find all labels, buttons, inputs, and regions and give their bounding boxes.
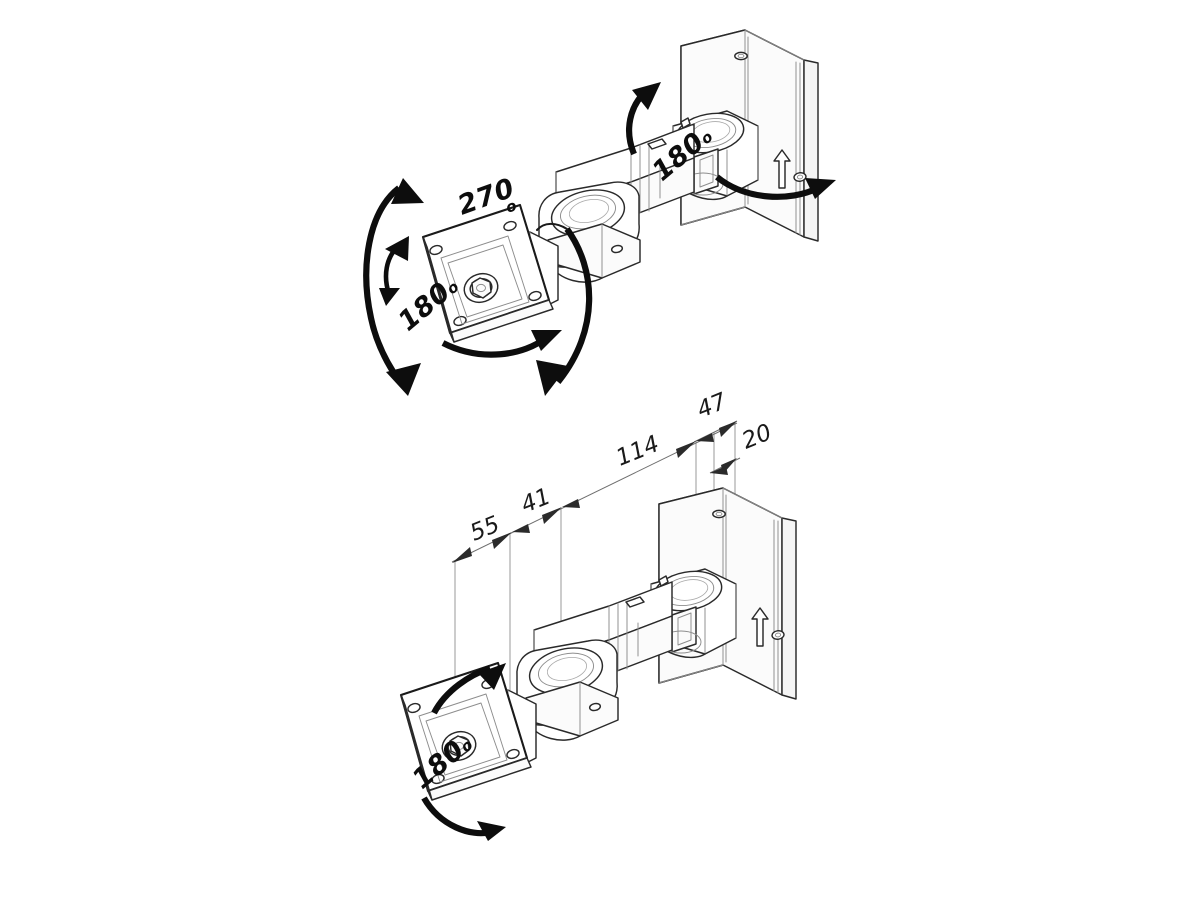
lower-assembly-view: 180 o: [399, 487, 797, 841]
vesa-assembly-upper: [421, 203, 559, 343]
dim-ticks: [452, 421, 737, 563]
rotation-arrow-270: [363, 178, 424, 396]
rotation-arrow-180-lower: [421, 663, 506, 841]
vesa-assembly-lower: [399, 661, 537, 801]
orientation-up-arrow-icon: [773, 149, 791, 189]
dimension-label-20: 20: [739, 419, 776, 454]
dimension-label-47: 47: [694, 388, 731, 423]
rotation-arrow-180-wall-vertical: [626, 82, 661, 156]
rotation-arrow-180-wall-horizontal: [715, 174, 836, 200]
orientation-up-arrow-icon-lower: [751, 607, 769, 647]
rotation-arrow-180-vesa-swing: [441, 222, 593, 396]
upper-assembly-view: 270 o 180 o 180 o: [363, 29, 836, 396]
rotation-arrow-180-vesa-left: [379, 236, 409, 306]
dimension-label-114: 114: [613, 431, 663, 472]
angle-label-270: 270 o: [454, 173, 519, 222]
